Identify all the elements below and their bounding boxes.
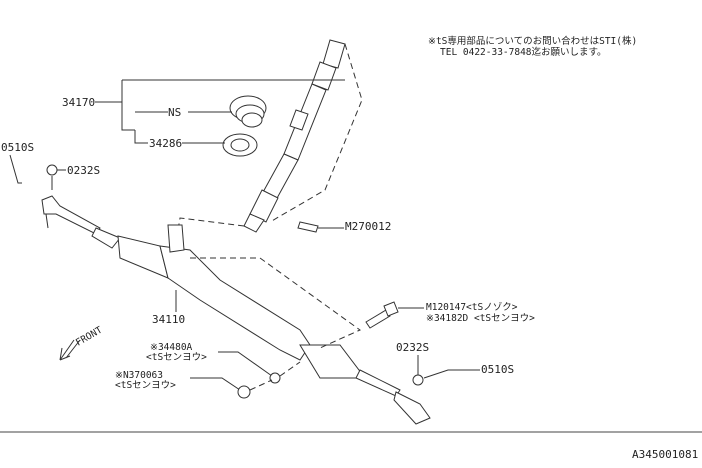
label-34182d[interactable]: ※34182D <tSセンヨウ>: [426, 313, 535, 324]
label-ns[interactable]: NS: [168, 106, 181, 119]
sti-note-line1: ※tS専用部品についてのお問い合わせはSTI(株): [428, 35, 637, 47]
sti-note-line2: TEL 0422-33-7848迄お願いします。: [440, 46, 607, 58]
boot-ns: [229, 95, 267, 128]
nut-n370063: [237, 385, 251, 399]
label-34480a-note[interactable]: <tSセンヨウ>: [146, 352, 207, 363]
universal-joint-shaft: [243, 39, 346, 233]
nut-0232s-right: [412, 374, 424, 386]
boot-34286: [222, 133, 258, 157]
label-m120147[interactable]: M120147<tSノゾク>: [426, 302, 518, 313]
steering-rack-housing: [91, 224, 401, 397]
nut-0232s-left: [46, 164, 58, 176]
front-arrow-icon: FRONT: [59, 325, 105, 361]
label-0510s-left[interactable]: 0510S: [1, 141, 34, 154]
label-0232s-left[interactable]: 0232S: [67, 164, 100, 177]
diagram-id: A345001081: [632, 448, 698, 461]
label-34286[interactable]: 34286: [149, 137, 182, 150]
nut-34480a: [269, 372, 281, 384]
front-label: FRONT: [74, 325, 105, 349]
label-m270012[interactable]: M270012: [345, 220, 391, 233]
label-0510s-right[interactable]: 0510S: [481, 363, 514, 376]
label-0232s-right[interactable]: 0232S: [396, 341, 429, 354]
label-n370063-note[interactable]: <tSセンヨウ>: [115, 380, 176, 391]
label-34170[interactable]: 34170: [62, 96, 95, 109]
label-34480a[interactable]: ※34480A: [150, 342, 193, 353]
label-34110[interactable]: 34110: [152, 313, 185, 326]
label-n370063[interactable]: ※N370063: [115, 370, 163, 381]
